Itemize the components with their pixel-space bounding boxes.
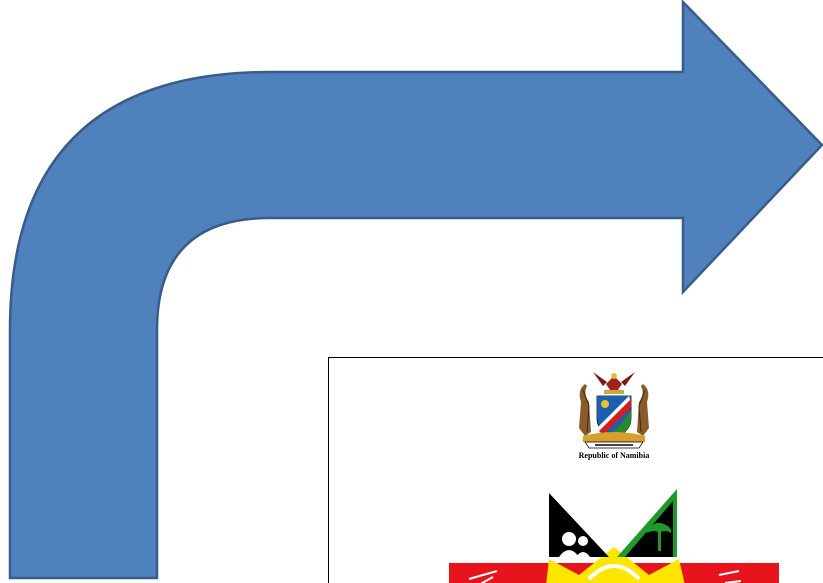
bent-arrow-body — [8, 0, 823, 580]
ministry-logo-emblem — [449, 489, 779, 583]
document-thumbnail: Republic of Namibia — [328, 357, 823, 583]
country-caption: Republic of Namibia — [578, 451, 650, 460]
coat-of-arms-icon — [579, 372, 649, 449]
